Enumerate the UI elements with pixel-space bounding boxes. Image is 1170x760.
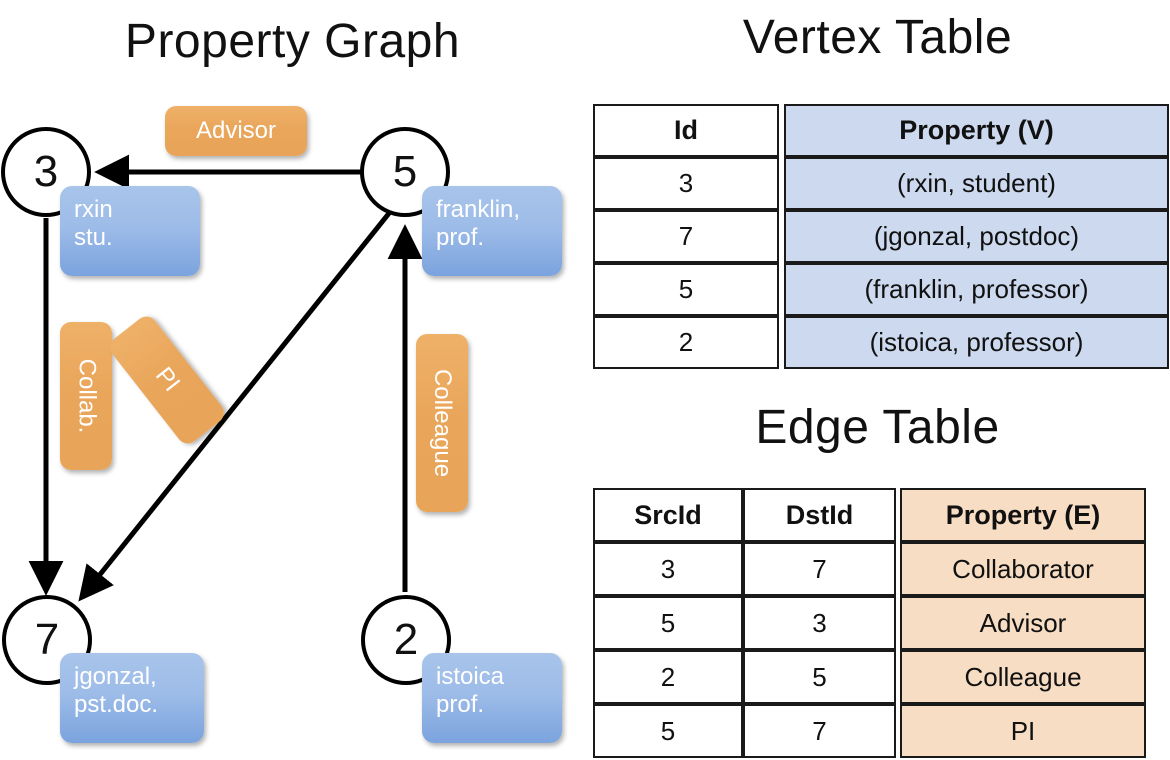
table-row: 3 [593,157,779,210]
edge-table-header-dstid: DstId [743,488,896,542]
table-row: 7 [743,704,896,758]
graph-node-5[interactable]: 5 [360,127,450,217]
table-row: (rxin, student) [784,157,1169,210]
vertex-table: Id 3 7 5 2 Property (V) (rxin, student) … [593,104,1169,369]
table-row: (franklin, professor) [784,263,1169,316]
edge-table-column-srcid: SrcId 3 5 2 5 [593,488,743,758]
table-row: 7 [593,210,779,263]
edge-table-column-dstid: DstId 7 3 5 7 [743,488,896,758]
table-row: Advisor [900,596,1146,650]
page-title-vertex-table: Vertex Table [742,11,1013,64]
edge-property-chip-advisor: Advisor [165,106,307,156]
graph-node-2[interactable]: 2 [361,595,451,685]
vertex-table-header-property: Property (V) [784,104,1169,157]
edge-table: SrcId 3 5 2 5 DstId 7 3 5 7 Property (E)… [593,488,1146,758]
property-graph-diagram: 3 5 7 2 rxin stu. franklin, prof. jgonza… [1,106,562,743]
table-row: Colleague [900,650,1146,704]
vertex-property-chip-franklin: franklin, prof. [422,186,562,276]
edge-chip-label: Collab. [73,358,100,434]
table-row: PI [900,704,1146,758]
vertex-property-chip-rxin: rxin stu. [60,186,200,276]
edge-5-to-7 [78,210,392,602]
table-row: 5 [743,650,896,704]
vertex-table-column-id: Id 3 7 5 2 [593,104,779,369]
table-row: 5 [593,596,743,650]
edge-chip-label: PI [149,362,186,397]
table-row: 2 [593,650,743,704]
edge-property-chip-colleague: Colleague [416,334,468,512]
vertex-chip-line-1: istoica [436,663,505,690]
edge-table-header-property: Property (E) [900,488,1146,542]
page-title-edge-table: Edge Table [755,401,1000,454]
page-title-property-graph: Property Graph [124,15,461,68]
vertex-chip-line-1: rxin [74,196,113,223]
graph-edges-layer [28,154,423,602]
edge-chip-label: Colleague [429,368,456,478]
vertex-chip-line-2: prof. [436,224,485,252]
vertex-chip-line-2: stu. [74,224,113,252]
vertex-chip-line-1: jgonzal, [74,663,157,690]
vertex-chip-line-2: prof. [436,691,485,719]
edge-chip-label: Advisor [195,117,277,144]
edge-table-header-srcid: SrcId [593,488,743,542]
table-row: 3 [743,596,896,650]
table-row: 3 [593,542,743,596]
table-row: (jgonzal, postdoc) [784,210,1169,263]
table-row: 7 [743,542,896,596]
table-row: (istoica, professor) [784,316,1169,369]
vertex-chip-line-1: franklin, [436,196,521,223]
table-row: 2 [593,316,779,369]
table-row: 5 [593,263,779,316]
vertex-property-chip-istoica: istoica prof. [422,653,562,743]
vertex-table-column-property: Property (V) (rxin, student) (jgonzal, p… [784,104,1169,369]
table-row: 5 [593,704,743,758]
edge-property-chip-collab: Collab. [60,322,112,470]
vertex-chip-line-2: pst.doc. [74,691,159,719]
vertex-table-header-id: Id [593,104,779,157]
edge-table-column-property: Property (E) Collaborator Advisor Collea… [900,488,1146,758]
table-row: Collaborator [900,542,1146,596]
vertex-property-chip-jgonzal: jgonzal, pst.doc. [60,653,204,743]
